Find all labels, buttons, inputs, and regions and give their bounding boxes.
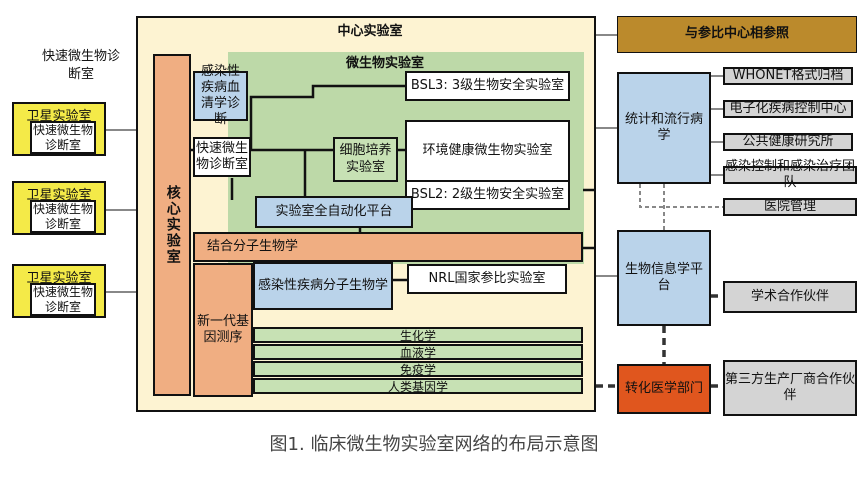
satellite-lab-2: 卫星实验室 快速微生物诊断室 — [12, 181, 106, 235]
stripe-human-genetics: 人类基因学 — [253, 378, 583, 394]
automation-platform-box: 实验室全自动化平台 — [255, 196, 413, 228]
third-party-partner-box: 第三方生产厂商合作伙伴 — [723, 360, 857, 416]
infectious-serology-box: 感染性疾病血清学诊断 — [193, 64, 248, 127]
figure-caption: 图1. 临床微生物实验室网络的布局示意图 — [269, 434, 599, 455]
satellite-title: 卫星实验室 — [26, 188, 92, 203]
rapid-micro-lab-box: 快速微生物诊断室 — [193, 137, 251, 177]
line-stat-admin — [639, 184, 723, 208]
stripe-immunology: 免疫学 — [253, 361, 583, 377]
cell-culture-box: 细胞培养实验室 — [333, 137, 398, 182]
bioinformatics-box: 生物信息学平台 — [617, 230, 711, 326]
env-micro-lab-box: 环境健康微生物实验室 — [405, 120, 570, 182]
stripe-biochemistry: 生化学 — [253, 327, 583, 343]
public-health-institute-box: 公共健康研究所 — [723, 133, 853, 151]
satellite-inner-box: 快速微生物诊断室 — [30, 200, 96, 233]
infectious-molecular-box: 感染性疾病分子生物学 — [253, 262, 393, 310]
satellite-inner-box: 快速微生物诊断室 — [30, 121, 96, 154]
reference-center-box: 与参比中心相参照 — [617, 16, 857, 53]
infection-control-team-box: 感染控制和感染治疗团队 — [723, 159, 857, 190]
satellite-title: 卫星实验室 — [26, 109, 92, 124]
molecular-biology-band: 结合分子生物学 — [193, 232, 583, 262]
bsl3-box: BSL3: 3级生物安全实验室 — [405, 71, 570, 101]
micro-lab-title: 微生物实验室 — [345, 56, 424, 71]
satellite-inner-box: 快速微生物诊断室 — [30, 283, 96, 316]
hospital-admin-box: 医院管理 — [723, 198, 857, 216]
next-gen-sequencing-box: 新一代基因测序 — [193, 263, 253, 397]
satellite-title: 卫星实验室 — [26, 271, 92, 286]
statistics-epidemiology-box: 统计和流行病学 — [617, 72, 711, 184]
nrl-reference-lab-box: NRL国家参比实验室 — [407, 264, 567, 294]
left-rapid-lab-title: 快速微生物诊断室 — [41, 49, 120, 82]
e-cdc-box: 电子化疾病控制中心 — [723, 100, 853, 118]
whonet-archive-box: WHONET格式归档 — [723, 67, 853, 85]
translational-medicine-box: 转化医学部门 — [617, 364, 711, 414]
bsl2-box: BSL2: 2级生物安全实验室 — [405, 180, 570, 210]
central-lab-title: 中心实验室 — [337, 24, 403, 39]
core-lab-column: 核心实验室 — [153, 54, 191, 396]
academic-partner-box: 学术合作伙伴 — [723, 281, 857, 313]
satellite-lab-3: 卫星实验室 快速微生物诊断室 — [12, 264, 106, 318]
stripe-hematology: 血液学 — [253, 344, 583, 360]
satellite-lab-1: 卫星实验室 快速微生物诊断室 — [12, 102, 106, 156]
